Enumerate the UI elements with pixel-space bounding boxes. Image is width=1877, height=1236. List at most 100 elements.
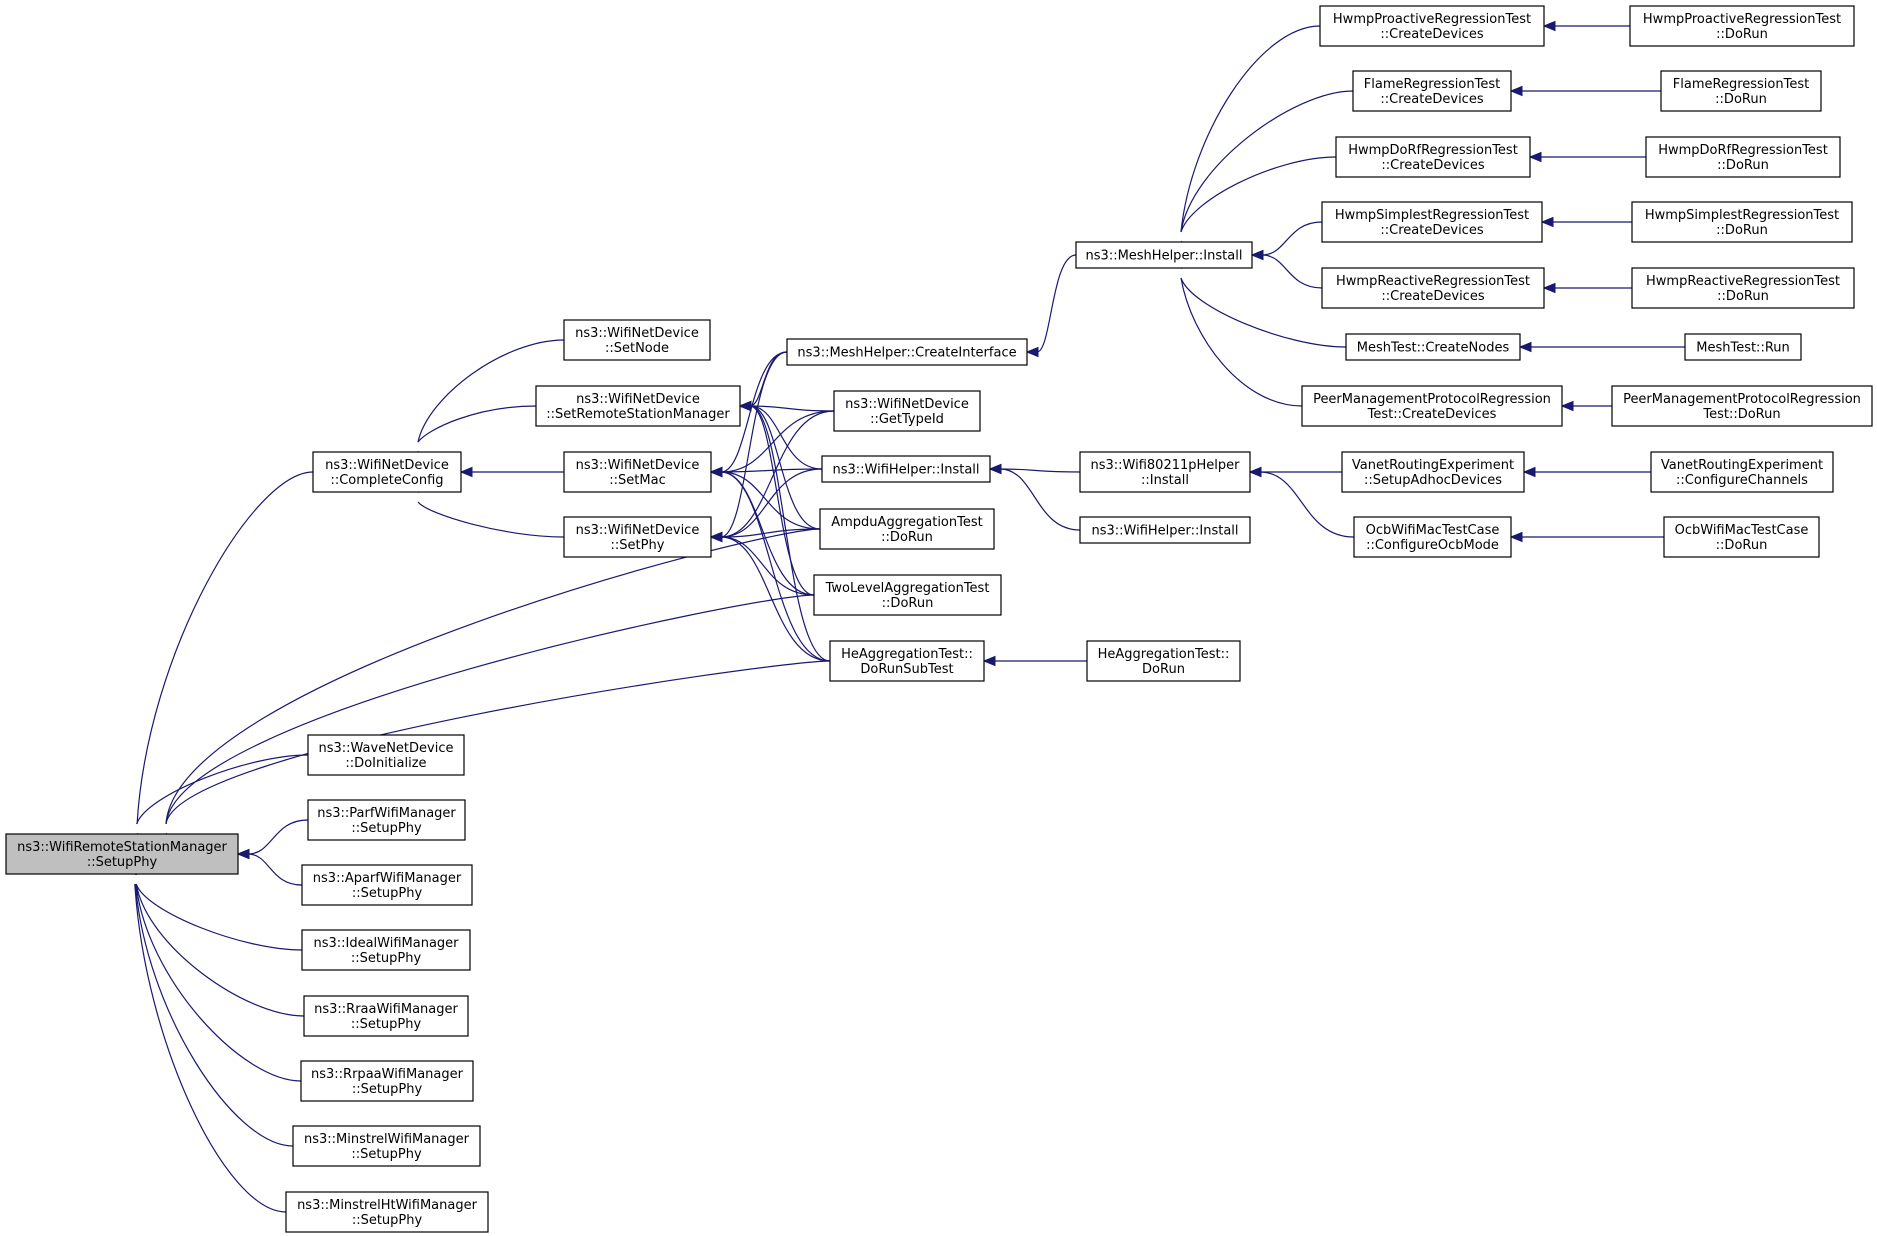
- node-box[interactable]: [5, 833, 239, 875]
- node-rrpaa[interactable]: ns3::RrpaaWifiManager::SetupPhy: [300, 1060, 474, 1102]
- node-box[interactable]: [1075, 241, 1253, 269]
- node-box[interactable]: [1660, 70, 1822, 112]
- node-box[interactable]: [303, 995, 469, 1037]
- node-hedorun[interactable]: HeAggregationTest::DoRun: [1086, 640, 1241, 682]
- node-box[interactable]: [1319, 5, 1545, 47]
- node-box[interactable]: [833, 390, 981, 432]
- node-box[interactable]: [813, 574, 1002, 616]
- node-label-line: TwoLevelAggregationTest: [825, 581, 990, 596]
- node-box[interactable]: [1663, 516, 1820, 558]
- node-box[interactable]: [563, 516, 712, 558]
- node-root[interactable]: ns3::WifiRemoteStationManager::SetupPhy: [5, 833, 239, 875]
- node-ocb_com[interactable]: OcbWifiMacTestCase::ConfigureOcbMode: [1353, 516, 1512, 558]
- node-hreact_dr[interactable]: HwmpReactiveRegressionTest::DoRun: [1631, 267, 1855, 309]
- node-box[interactable]: [1352, 70, 1512, 112]
- node-hdorf_cd[interactable]: HwmpDoRfRegressionTest::CreateDevices: [1335, 136, 1531, 178]
- node-box[interactable]: [307, 799, 466, 841]
- node-parf[interactable]: ns3::ParfWifiManager::SetupPhy: [307, 799, 466, 841]
- node-box[interactable]: [563, 451, 712, 493]
- node-box[interactable]: [1301, 385, 1563, 427]
- node-hdorf_dr[interactable]: HwmpDoRfRegressionTest::DoRun: [1645, 136, 1841, 178]
- node-box[interactable]: [301, 929, 471, 971]
- edge-cc-to-root: [136, 471, 314, 825]
- edge-rraa-to-root: [135, 883, 305, 1017]
- node-setphy[interactable]: ns3::WifiNetDevice::SetPhy: [563, 516, 712, 558]
- node-label-line: ::DoRun: [1715, 92, 1767, 107]
- node-flame_dr[interactable]: FlameRegressionTest::DoRun: [1660, 70, 1822, 112]
- arrowhead-hesub-to-setphy: [709, 531, 723, 543]
- node-box[interactable]: [563, 319, 711, 361]
- node-box[interactable]: [1684, 333, 1802, 361]
- node-box[interactable]: [1086, 640, 1241, 682]
- node-box[interactable]: [1631, 267, 1855, 309]
- node-setnode[interactable]: ns3::WifiNetDevice::SetNode: [563, 319, 711, 361]
- node-box[interactable]: [1341, 451, 1525, 493]
- node-peer_dr[interactable]: PeerManagementProtocolRegressionTest::Do…: [1611, 385, 1873, 427]
- node-wifiinstall2[interactable]: ns3::WifiHelper::Install: [1079, 516, 1251, 544]
- node-box[interactable]: [301, 864, 473, 906]
- node-meshinstall[interactable]: ns3::MeshHelper::Install: [1075, 241, 1253, 269]
- node-createiface[interactable]: ns3::MeshHelper::CreateInterface: [786, 338, 1028, 366]
- node-label-line: ns3::WifiNetDevice: [576, 458, 700, 473]
- node-gettypeid[interactable]: ns3::WifiNetDevice::GetTypeId: [833, 390, 981, 432]
- node-minstrel[interactable]: ns3::MinstrelWifiManager::SetupPhy: [292, 1125, 481, 1167]
- node-minstrelht[interactable]: ns3::MinstrelHtWifiManager::SetupPhy: [285, 1191, 489, 1233]
- node-aparf[interactable]: ns3::AparfWifiManager::SetupPhy: [301, 864, 473, 906]
- node-hesub[interactable]: HeAggregationTest::DoRunSubTest: [829, 640, 985, 682]
- node-hpro_dr[interactable]: HwmpProactiveRegressionTest::DoRun: [1629, 5, 1855, 47]
- node-box[interactable]: [1345, 333, 1521, 361]
- node-vanet_cc[interactable]: VanetRoutingExperiment::ConfigureChannel…: [1650, 451, 1834, 493]
- node-box[interactable]: [1611, 385, 1873, 427]
- node-box[interactable]: [786, 338, 1028, 366]
- node-label-line: ::DoRun: [1716, 27, 1768, 42]
- node-box[interactable]: [1321, 267, 1545, 309]
- node-flame_cd[interactable]: FlameRegressionTest::CreateDevices: [1352, 70, 1512, 112]
- node-box[interactable]: [829, 640, 985, 682]
- node-box[interactable]: [821, 455, 991, 483]
- node-hsimp_cd[interactable]: HwmpSimplestRegressionTest::CreateDevice…: [1321, 201, 1543, 243]
- node-twolevel[interactable]: TwoLevelAggregationTest::DoRun: [813, 574, 1002, 616]
- node-peer_cd[interactable]: PeerManagementProtocolRegressionTest::Cr…: [1301, 385, 1563, 427]
- node-rraa[interactable]: ns3::RraaWifiManager::SetupPhy: [303, 995, 469, 1037]
- node-hpro_cd[interactable]: HwmpProactiveRegressionTest::CreateDevic…: [1319, 5, 1545, 47]
- node-ocb_dr[interactable]: OcbWifiMacTestCase::DoRun: [1663, 516, 1820, 558]
- node-box[interactable]: [1335, 136, 1531, 178]
- node-box[interactable]: [819, 508, 995, 550]
- node-label-line: ns3::WifiHelper::Install: [832, 463, 979, 478]
- node-box[interactable]: [1645, 136, 1841, 178]
- node-w80211p[interactable]: ns3::Wifi80211pHelper::Install: [1079, 451, 1251, 493]
- node-setrsm[interactable]: ns3::WifiNetDevice::SetRemoteStationMana…: [535, 385, 741, 427]
- node-box[interactable]: [307, 734, 465, 776]
- node-wifiinstall[interactable]: ns3::WifiHelper::Install: [821, 455, 991, 483]
- edge-twolevel-to-root: [165, 594, 815, 825]
- node-label-line: ::SetupPhy: [351, 821, 422, 836]
- node-box[interactable]: [1321, 201, 1543, 243]
- node-hsimp_dr[interactable]: HwmpSimplestRegressionTest::DoRun: [1631, 201, 1853, 243]
- node-label-line: DoRunSubTest: [860, 662, 953, 677]
- edge-wifiinstall-to-setrsm: [749, 405, 823, 470]
- node-cc[interactable]: ns3::WifiNetDevice::CompleteConfig: [312, 451, 462, 493]
- node-ampdu[interactable]: AmpduAggregationTest::DoRun: [819, 508, 995, 550]
- node-box[interactable]: [1650, 451, 1834, 493]
- node-meshtest_run[interactable]: MeshTest::Run: [1684, 333, 1802, 361]
- node-box[interactable]: [1631, 201, 1853, 243]
- node-wave[interactable]: ns3::WaveNetDevice::DoInitialize: [307, 734, 465, 776]
- node-box[interactable]: [312, 451, 462, 493]
- arrowhead-hesub-to-setrsm: [738, 400, 752, 412]
- node-box[interactable]: [1353, 516, 1512, 558]
- node-box[interactable]: [1079, 451, 1251, 493]
- node-setmac[interactable]: ns3::WifiNetDevice::SetMac: [563, 451, 712, 493]
- node-box[interactable]: [1079, 516, 1251, 544]
- node-vanet_sad[interactable]: VanetRoutingExperiment::SetupAdhocDevice…: [1341, 451, 1525, 493]
- edge-ampdu-to-setphy: [720, 528, 821, 538]
- node-hreact_cd[interactable]: HwmpReactiveRegressionTest::CreateDevice…: [1321, 267, 1545, 309]
- node-box[interactable]: [1629, 5, 1855, 47]
- node-ideal[interactable]: ns3::IdealWifiManager::SetupPhy: [301, 929, 471, 971]
- node-meshtest_cn[interactable]: MeshTest::CreateNodes: [1345, 333, 1521, 361]
- node-box[interactable]: [300, 1060, 474, 1102]
- node-box[interactable]: [535, 385, 741, 427]
- node-box[interactable]: [285, 1191, 489, 1233]
- node-label-line: HeAggregationTest::: [1098, 647, 1230, 662]
- node-box[interactable]: [292, 1125, 481, 1167]
